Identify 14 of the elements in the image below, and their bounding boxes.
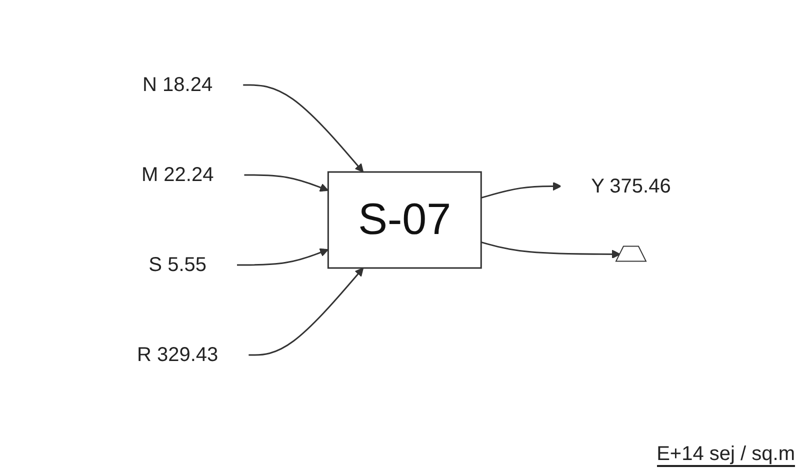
arrow — [236, 248, 328, 266]
node-text: N 18.24 — [142, 74, 212, 96]
arrow — [243, 174, 328, 192]
node-text: Y 375.46 — [590, 175, 670, 198]
node-ground — [614, 246, 646, 262]
node-text: R 329.43 — [136, 344, 218, 366]
arrow — [248, 268, 364, 356]
arrow — [242, 84, 364, 172]
node-text: S 5.55 — [148, 254, 206, 276]
node-text: M 22.24 — [141, 164, 214, 186]
arrow — [480, 241, 620, 259]
unit-note: E+14 sej / sq.m — [656, 443, 795, 467]
node-box: S-07 — [327, 171, 482, 269]
arrow — [480, 182, 562, 199]
